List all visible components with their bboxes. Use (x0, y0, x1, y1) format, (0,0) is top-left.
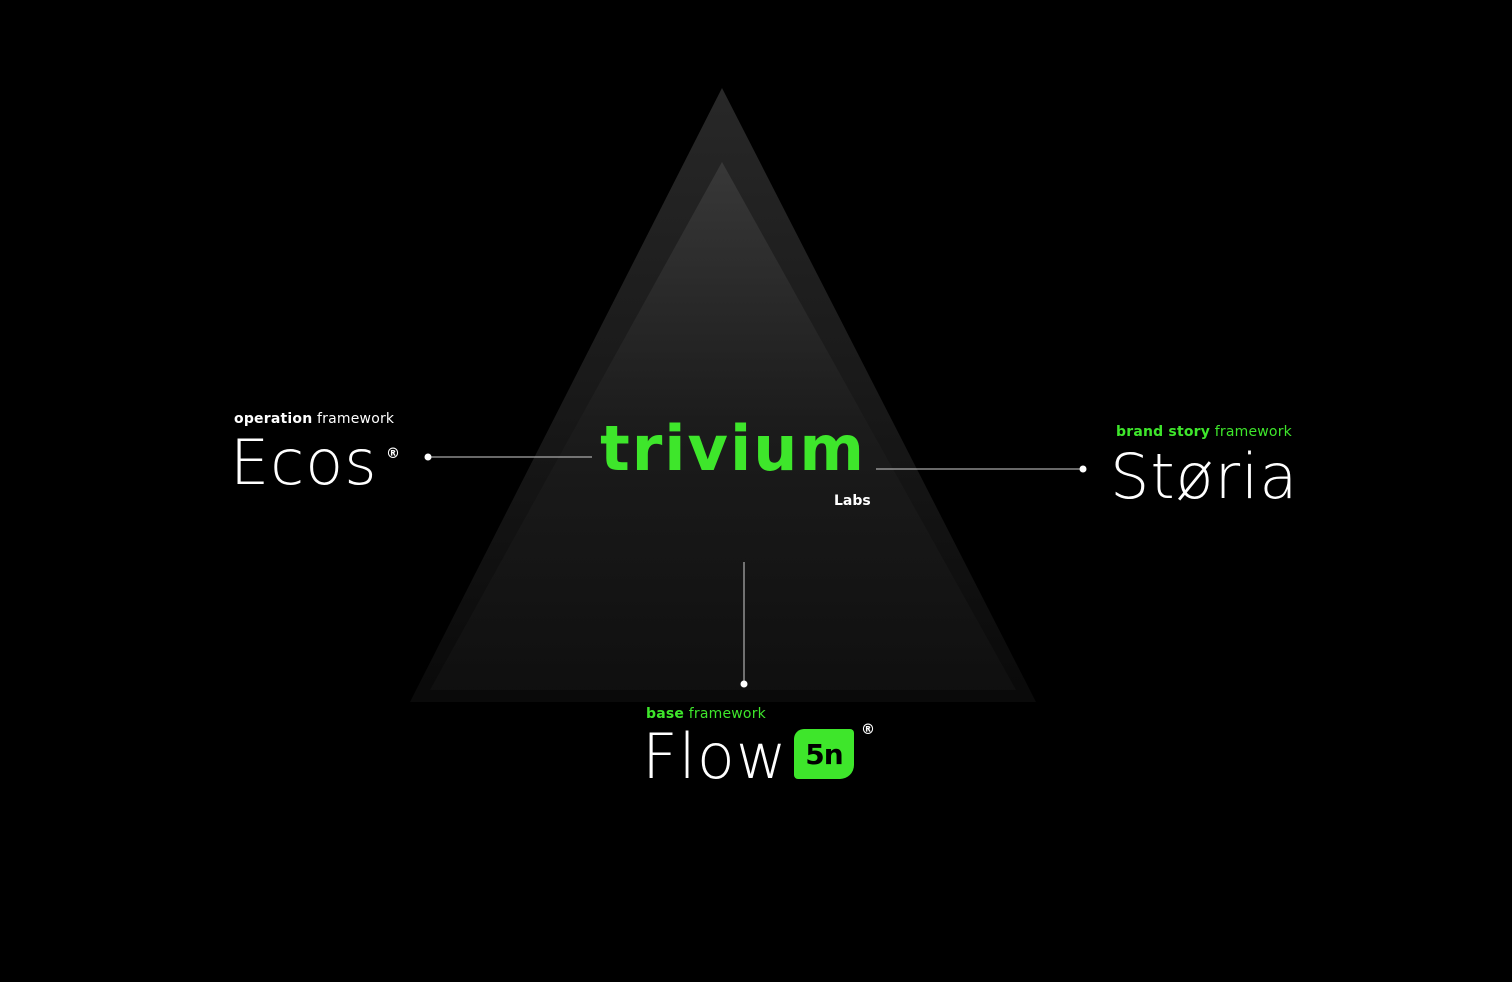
flow-5n-badge: 5n (794, 729, 854, 779)
ecos-tagline: operation framework (234, 411, 394, 427)
connector-left-dot (424, 453, 432, 461)
connector-bottom-dot (740, 680, 748, 688)
ecos-name: Ecos (230, 426, 378, 499)
storia-tag-light: framework (1214, 424, 1292, 440)
connector-right-dot (1079, 465, 1087, 473)
labs-label: Labs (834, 493, 871, 509)
ecos-registered-mark: ® (386, 446, 400, 462)
inner-triangle (430, 162, 1016, 690)
ecos-tag-bold: operation (234, 411, 313, 427)
storia-tag-bold: brand story (1116, 424, 1211, 440)
flow-badge-text: 5n (805, 737, 843, 771)
ecos-tag-light: framework (317, 411, 395, 427)
flow-tag-light: framework (688, 706, 766, 722)
storia-name: Støria (1110, 440, 1299, 513)
storia-tagline: brand story framework (1116, 424, 1292, 440)
flow-tagline: base framework (646, 706, 766, 722)
flow-registered-mark: ® (861, 722, 875, 738)
flow-name: Flow (642, 720, 788, 793)
flow-tag-bold: base (646, 706, 685, 722)
trivium-logo: trivium (600, 412, 866, 485)
